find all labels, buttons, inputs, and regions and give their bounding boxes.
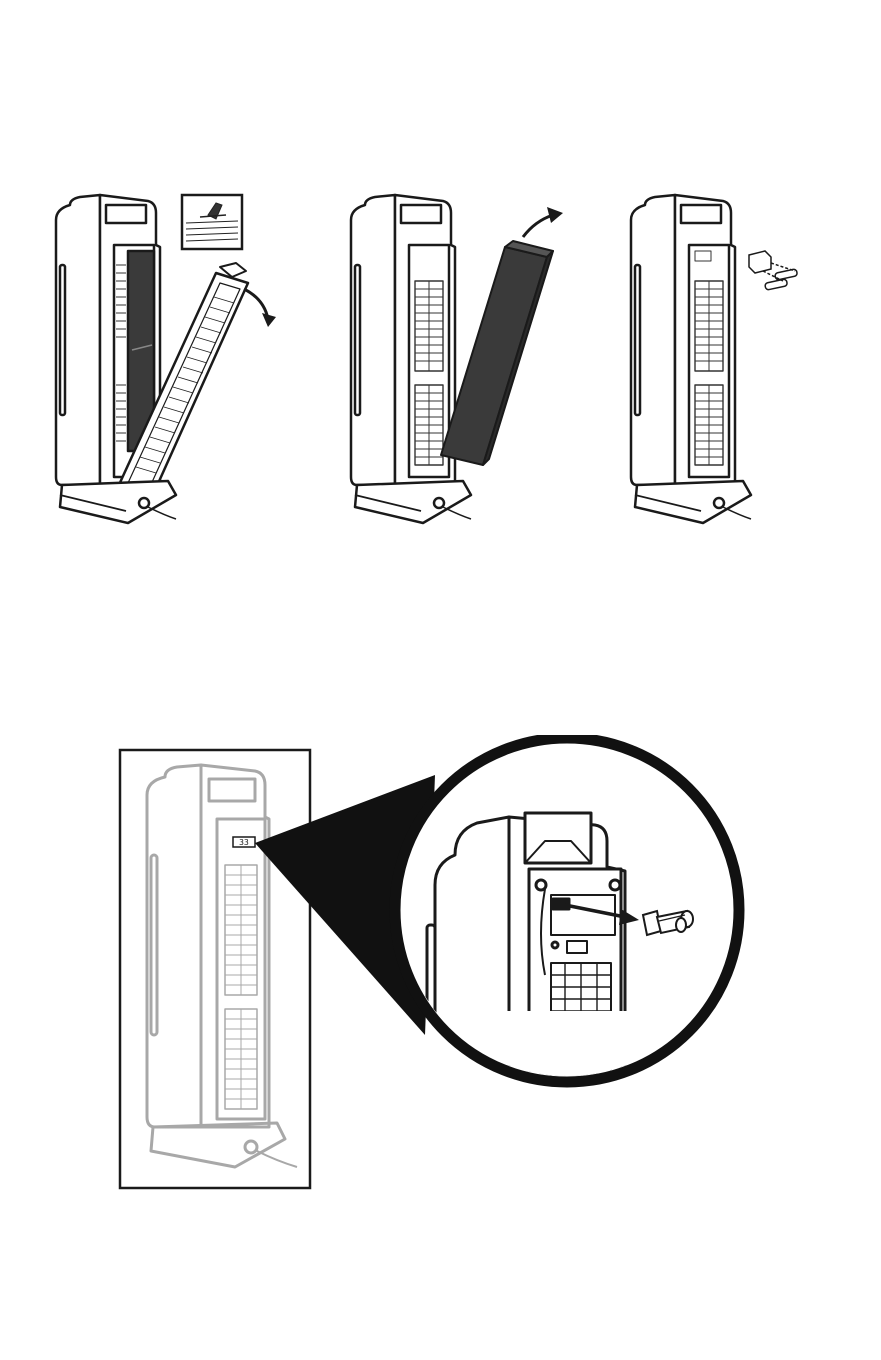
module-label: 33 xyxy=(239,838,249,847)
tower-base xyxy=(60,481,176,523)
carbon-filter-block xyxy=(441,241,553,465)
lift-arrow xyxy=(523,215,553,237)
tower-body xyxy=(56,195,100,485)
ionizer-detail-illustration: 33 xyxy=(105,735,745,1205)
ionizer-module-parts xyxy=(749,251,798,290)
step-1-illustration xyxy=(40,185,290,535)
power-cord xyxy=(148,507,176,519)
magnified-handle xyxy=(525,813,591,863)
step-2-remove-carbon-filter-figure xyxy=(335,185,585,540)
step-2-illustration xyxy=(335,185,585,535)
power-jack xyxy=(139,498,149,508)
latch-inset xyxy=(182,195,242,249)
step-3-illustration xyxy=(615,185,865,535)
handle-cutout xyxy=(106,205,146,223)
step-3-remove-ionizer-figure xyxy=(615,185,865,540)
step-1-open-door-figure xyxy=(40,185,290,540)
ionizer-detail-figure: 33 xyxy=(105,735,745,1210)
